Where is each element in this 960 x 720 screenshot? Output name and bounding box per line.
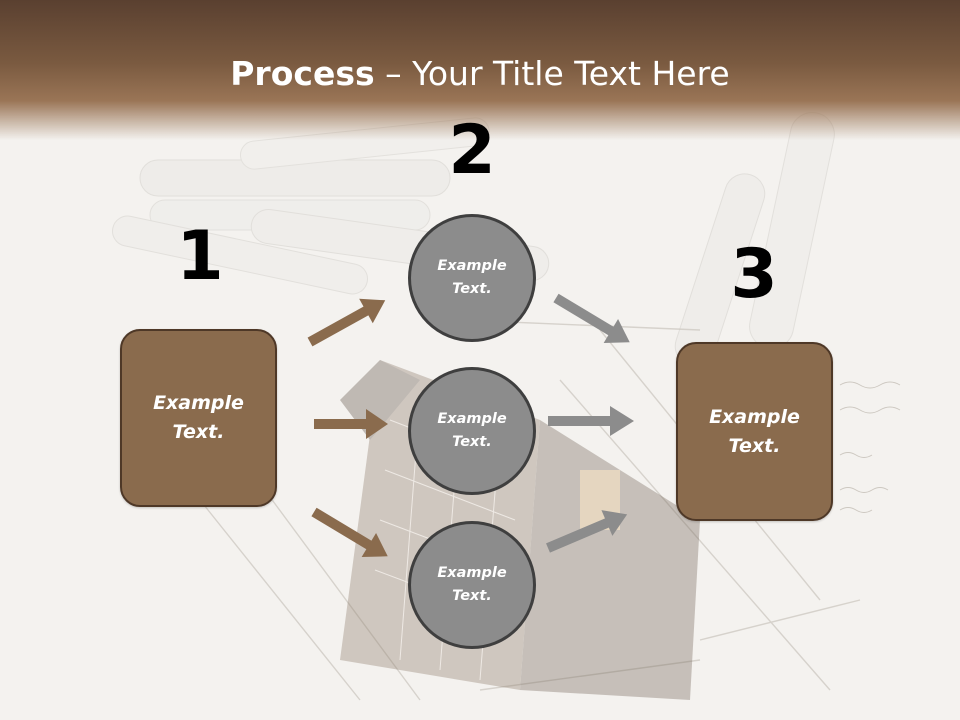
circle-top-text: Example Text. xyxy=(437,258,507,297)
circle-middle: Example Text. xyxy=(408,367,536,495)
slide-title: Process – Your Title Text Here xyxy=(0,52,960,96)
step-box-1: Example Text. xyxy=(120,329,277,507)
step-number-3: 3 xyxy=(730,235,778,314)
header-band xyxy=(0,0,960,140)
circle-bottom-text: Example Text. xyxy=(437,565,507,604)
circle-bottom: Example Text. xyxy=(408,521,536,649)
circle-top: Example Text. xyxy=(408,214,536,342)
step-box-1-text: Example Text. xyxy=(153,392,244,443)
circle-middle-text: Example Text. xyxy=(437,411,507,450)
title-rest: – Your Title Text Here xyxy=(374,54,730,93)
step-box-3-text: Example Text. xyxy=(709,405,800,457)
title-strong: Process xyxy=(230,54,375,93)
step-number-1: 1 xyxy=(176,217,224,296)
step-number-2: 2 xyxy=(448,111,496,190)
step-box-3: Example Text. xyxy=(676,342,833,521)
